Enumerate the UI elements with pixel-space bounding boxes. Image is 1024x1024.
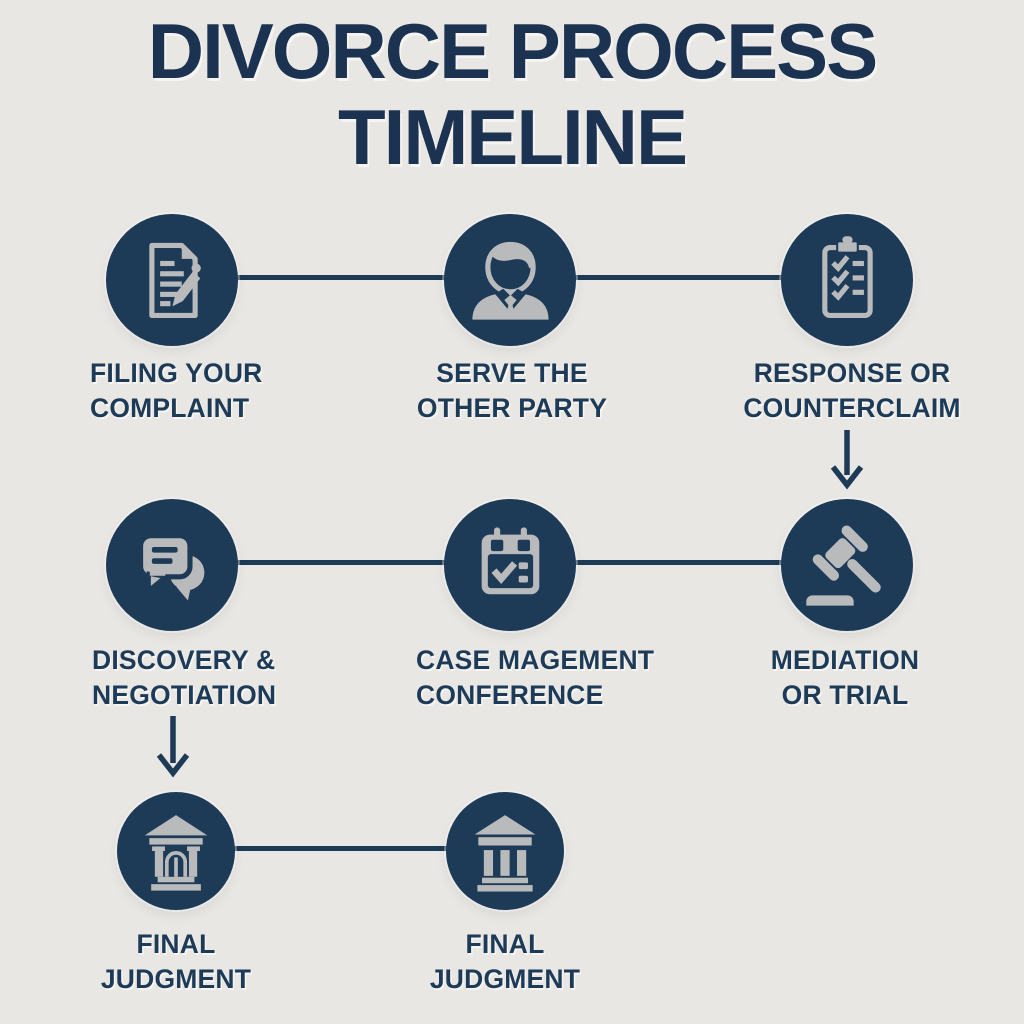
- step-circle-discovery: [106, 499, 238, 631]
- step-circle-case-conference: [444, 499, 576, 631]
- step-label-serve: SERVE THE OTHER PARTY: [416, 358, 608, 423]
- connector-line-serve-response: [570, 275, 788, 280]
- calendar-check-icon: [481, 526, 539, 594]
- step-circle-filing: [106, 214, 238, 346]
- step-circle-serve: [444, 214, 576, 346]
- step-label-discovery: DISCOVERY & NEGOTIATION: [92, 645, 277, 710]
- step-circle-final-judgment-left: [117, 792, 235, 910]
- step-label-case-conference: CASE MAGEMENT CONFERENCE: [416, 645, 655, 710]
- courthouse-columns-icon: [474, 815, 536, 892]
- arrow-down-icon: [156, 716, 190, 778]
- person-icon: [471, 241, 549, 320]
- step-circle-final-judgment-right: [446, 792, 564, 910]
- step-label-filing: FILING YOUR COMPLAINT: [90, 358, 263, 423]
- step-label-final-left: FINAL JUDGMENT: [100, 929, 252, 994]
- document-pen-icon: [148, 242, 201, 318]
- courthouse-arch-icon: [144, 815, 208, 891]
- connector-line-filing-serve: [230, 275, 452, 280]
- step-circle-response: [781, 214, 913, 346]
- step-label-mediation: MEDIATION OR TRIAL: [770, 645, 920, 710]
- connector-line-discovery-case: [230, 560, 452, 565]
- connector-line-case-mediation: [570, 560, 788, 565]
- step-circle-mediation: [781, 499, 913, 631]
- chat-bubbles-icon: [137, 532, 204, 600]
- page-title: DIVORCE PROCESS TIMELINE: [0, 8, 1024, 180]
- arrow-down-icon: [830, 430, 864, 490]
- gavel-icon: [805, 525, 881, 606]
- step-label-response: RESPONSE OR COUNTERCLAIM: [743, 358, 961, 423]
- step-label-final-right: FINAL JUDGMENT: [429, 929, 581, 994]
- connector-line-final-final: [228, 846, 454, 851]
- page-title-line1: DIVORCE PROCESS: [147, 7, 878, 95]
- page-title-line2: TIMELINE: [338, 93, 688, 181]
- clipboard-checklist-icon: [821, 235, 873, 318]
